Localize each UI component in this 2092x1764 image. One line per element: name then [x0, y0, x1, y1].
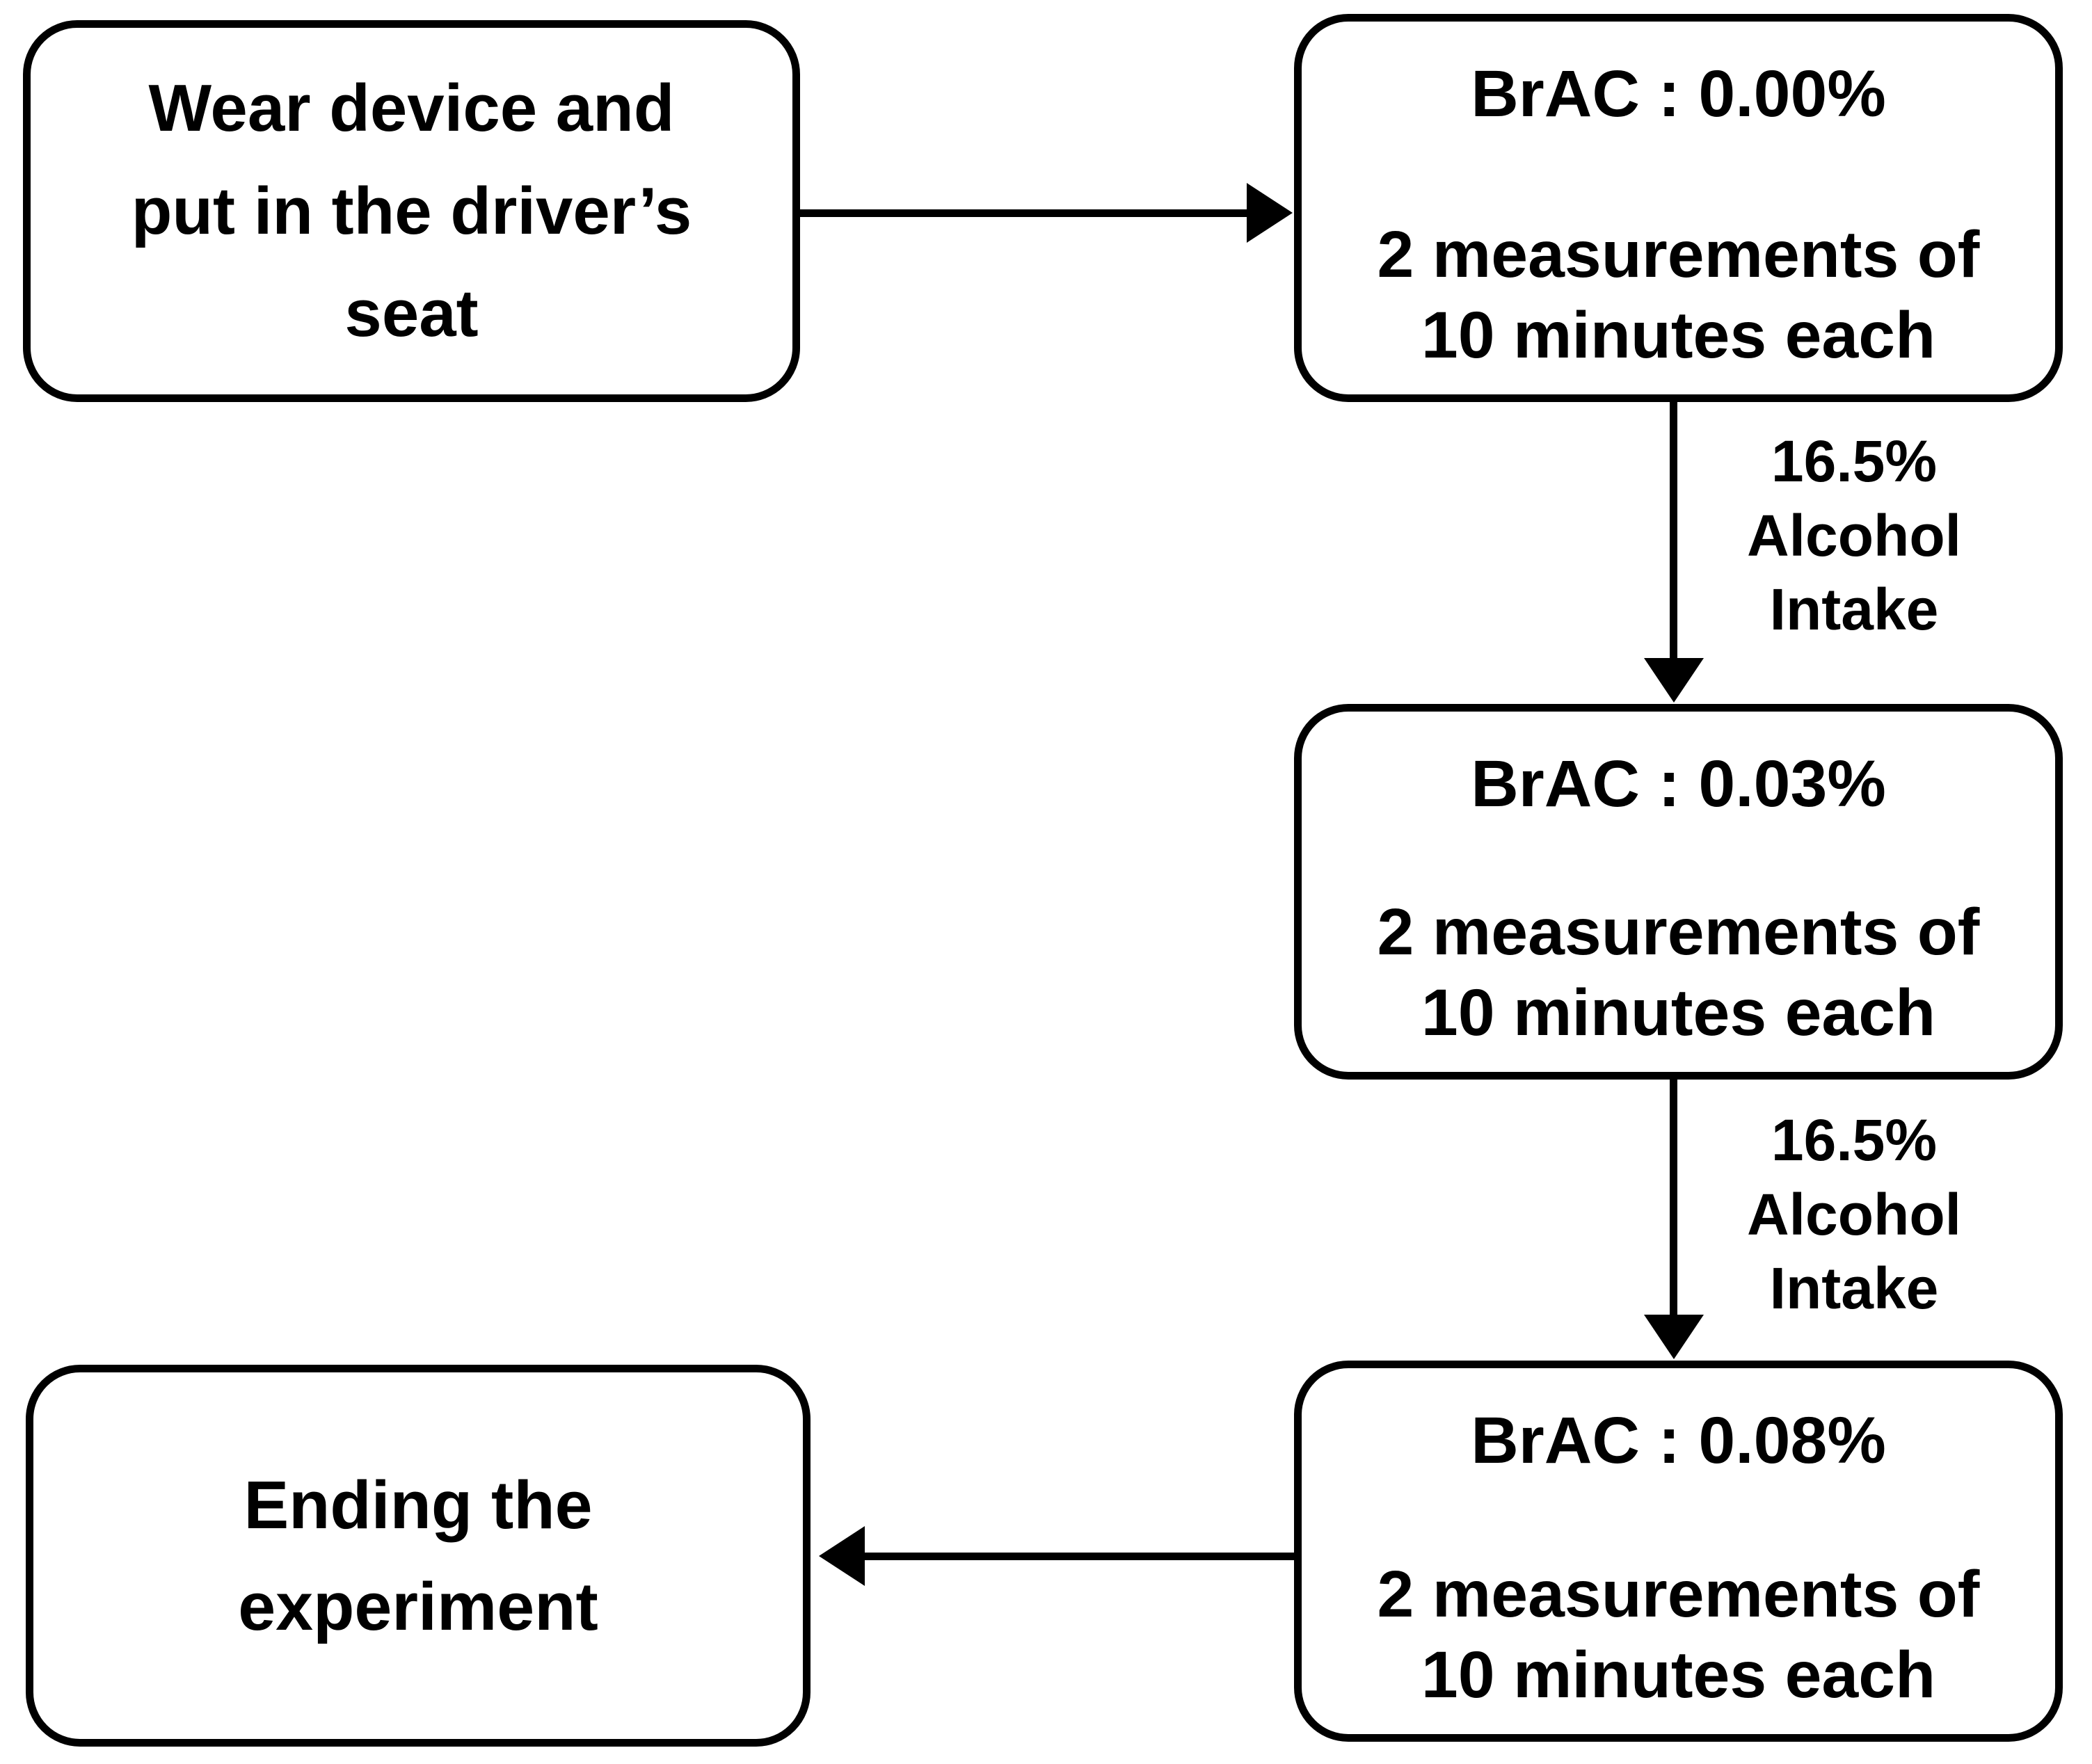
arrow-brac008-to-ending-shaft — [863, 1553, 1295, 1560]
edge-label-1-line-2: Alcohol — [1747, 502, 1961, 568]
edge-label-1-line-1: 16.5% — [1771, 428, 1938, 494]
edge-label-alcohol-intake-2: 16.5% Alcohol Intake — [1691, 1103, 2018, 1326]
node-brac-008: BrAC : 0.08% 2 measurements of 10 minute… — [1294, 1361, 2063, 1742]
node-brac-003: BrAC : 0.03% 2 measurements of 10 minute… — [1294, 704, 2063, 1080]
node-brac-000-body: 2 measurements of 10 minutes each — [1378, 215, 1980, 376]
node-brac-008-body-line-2: 10 minutes each — [1421, 1638, 1936, 1713]
node-brac-000-title: BrAC : 0.00% — [1471, 57, 1886, 131]
node-brac-003-title: BrAC : 0.03% — [1471, 747, 1886, 821]
node-brac-008-title: BrAC : 0.08% — [1471, 1404, 1886, 1477]
arrow-brac000-to-brac003-head — [1644, 658, 1704, 703]
arrow-brac003-to-brac008-head — [1644, 1315, 1704, 1359]
edge-label-2-line-2: Alcohol — [1747, 1181, 1961, 1247]
arrow-brac008-to-ending-head — [819, 1526, 865, 1586]
node-brac-000-body-line-2: 10 minutes each — [1421, 298, 1936, 373]
node-brac-008-body: 2 measurements of 10 minutes each — [1378, 1555, 1980, 1716]
node-brac-000: BrAC : 0.00% 2 measurements of 10 minute… — [1294, 14, 2063, 402]
node-brac-003-body-line-2: 10 minutes each — [1421, 976, 1936, 1050]
node-brac-000-body-line-1: 2 measurements of — [1377, 218, 1980, 292]
node-wear-device-line-3: seat — [344, 276, 479, 351]
edge-label-1-line-3: Intake — [1769, 577, 1939, 643]
edge-label-alcohol-intake-1: 16.5% Alcohol Intake — [1691, 424, 2018, 647]
arrow-brac000-to-brac003-shaft — [1670, 402, 1677, 662]
node-brac-008-body-line-1: 2 measurements of — [1377, 1557, 1980, 1632]
arrow-wear-to-brac000-head — [1247, 183, 1293, 243]
node-brac-003-body: 2 measurements of 10 minutes each — [1378, 892, 1980, 1054]
arrow-wear-to-brac000-shaft — [800, 209, 1249, 217]
node-wear-device-line-2: put in the driver’s — [131, 173, 692, 248]
node-ending-line-1: Ending the — [243, 1467, 593, 1543]
edge-label-2-line-3: Intake — [1769, 1256, 1939, 1322]
arrow-brac003-to-brac008-shaft — [1670, 1080, 1677, 1317]
node-wear-device-line-1: Wear device and — [148, 70, 675, 145]
edge-label-2-line-1: 16.5% — [1771, 1107, 1938, 1173]
node-wear-device: Wear device and put in the driver’s seat — [23, 20, 800, 402]
node-ending-line-2: experiment — [238, 1568, 598, 1644]
node-brac-003-body-line-1: 2 measurements of — [1377, 895, 1980, 970]
node-ending-experiment: Ending the experiment — [26, 1365, 811, 1747]
